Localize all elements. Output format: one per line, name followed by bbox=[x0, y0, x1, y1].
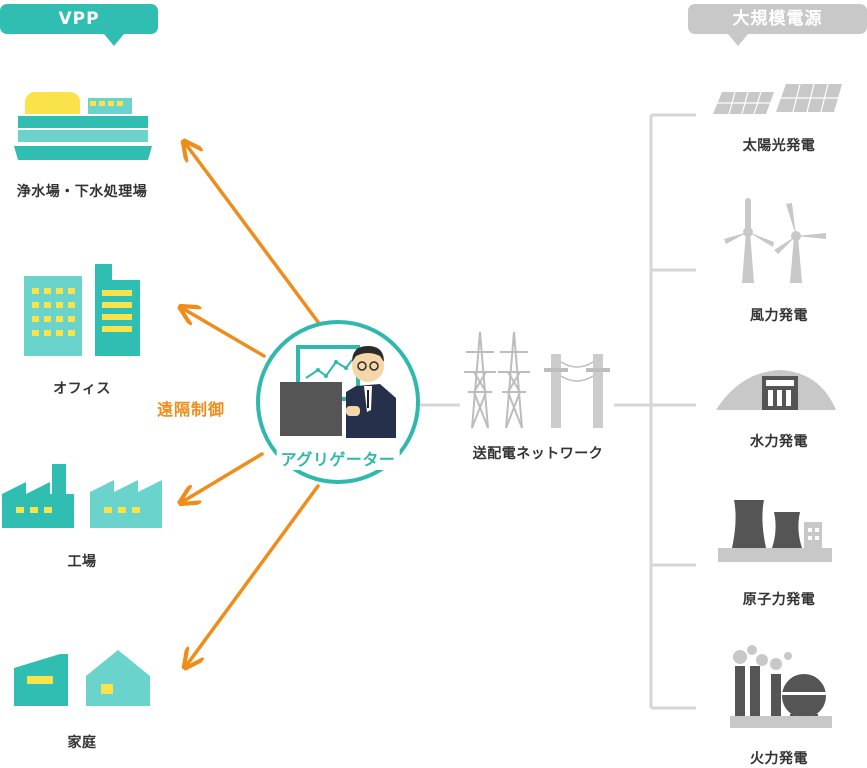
house-icon bbox=[14, 650, 150, 706]
house-label: 家庭 bbox=[67, 735, 97, 751]
vpp-header: VPP bbox=[0, 4, 158, 46]
arrow-to-office bbox=[182, 308, 266, 358]
solar-label: 太陽光発電 bbox=[742, 138, 816, 154]
aggregator-label: アグリゲーター bbox=[276, 446, 400, 470]
factory-icon bbox=[2, 464, 162, 528]
solar-panel-icon bbox=[713, 83, 842, 115]
remote-control-label: 遠隔制御 bbox=[157, 400, 226, 419]
thermal-plant-icon bbox=[730, 645, 832, 728]
large-power-header: 大規模電源 bbox=[688, 4, 867, 46]
wind-turbine-icon bbox=[724, 198, 826, 283]
arrow-to-factory bbox=[182, 452, 264, 502]
wind-label: 風力発電 bbox=[750, 308, 808, 324]
nuclear-plant-icon bbox=[718, 500, 832, 562]
water-plant-icon bbox=[14, 92, 152, 160]
transmission-tower-icon bbox=[464, 331, 530, 429]
office-icon bbox=[24, 264, 140, 356]
remote-control-arrows bbox=[182, 143, 320, 666]
arrow-to-water-plant bbox=[185, 143, 320, 324]
hydro-label: 水力発電 bbox=[750, 434, 808, 450]
utility-pole-icon bbox=[544, 354, 610, 428]
factory-label: 工場 bbox=[67, 554, 97, 570]
nuclear-label: 原子力発電 bbox=[742, 592, 816, 608]
office-label: オフィス bbox=[53, 381, 111, 397]
arrow-to-house bbox=[186, 484, 320, 666]
grid-label: 送配電ネットワーク bbox=[472, 446, 604, 462]
water-plant-label: 浄水場・下水処理場 bbox=[16, 184, 148, 200]
thermal-label: 火力発電 bbox=[750, 751, 808, 767]
hydro-dam-icon bbox=[716, 370, 836, 410]
grid-connections bbox=[420, 113, 696, 710]
aggregator-icon bbox=[256, 320, 420, 484]
